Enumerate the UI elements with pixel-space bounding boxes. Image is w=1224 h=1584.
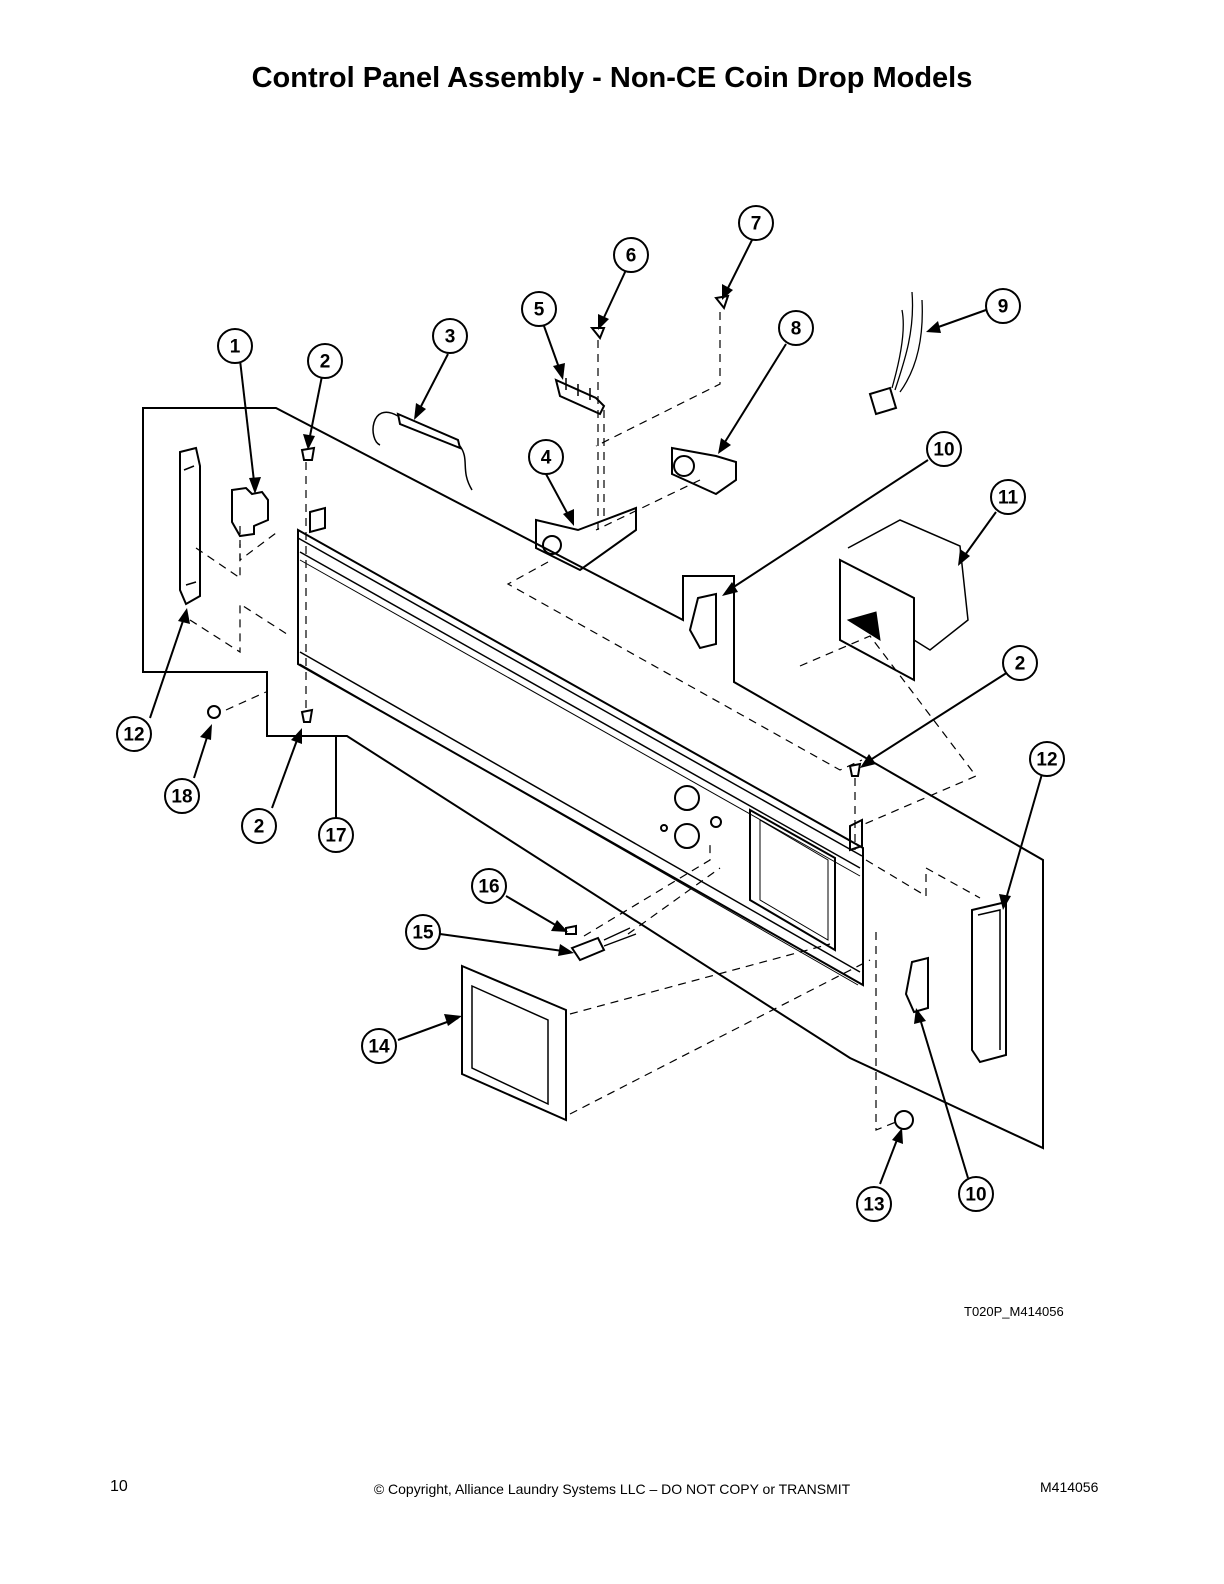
callout-label: 10 [965, 1185, 986, 1206]
callout-10-bottom [958, 1176, 994, 1212]
callout-label: 15 [412, 923, 434, 944]
copyright-notice: © Copyright, Alliance Laundry Systems LL… [373, 1481, 851, 1497]
part-4-bracket [535, 506, 637, 572]
coin-opening [749, 808, 836, 952]
callout-label: 10 [933, 440, 954, 461]
callout-1 [217, 328, 253, 364]
callout-14 [361, 1028, 397, 1064]
part-13-plug [894, 1110, 914, 1130]
part-10-upper-clip [688, 592, 717, 650]
callout-2-top [307, 343, 343, 379]
callout-3 [432, 318, 468, 354]
callout-label: 18 [171, 787, 192, 808]
part-5-terminal [554, 378, 606, 416]
part-14-bezel [461, 964, 567, 1122]
callout-label: 1 [230, 337, 241, 358]
screw-16 [565, 924, 577, 935]
page-title: Control Panel Assembly - Non-CE Coin Dro… [251, 62, 973, 94]
callout-15 [405, 914, 441, 950]
callout-17 [318, 817, 354, 853]
callout-9 [985, 288, 1021, 324]
callout-label: 6 [626, 246, 637, 267]
control-panel-part-17 [297, 528, 864, 987]
part-3-cable [396, 412, 462, 450]
part-12-right-rail [971, 900, 1007, 1064]
callout-label: 13 [863, 1195, 884, 1216]
callout-label: 3 [445, 327, 456, 348]
screw-18 [207, 705, 221, 719]
page-number: 10 [110, 1478, 128, 1495]
callout-16 [471, 868, 507, 904]
callout-4 [528, 439, 564, 475]
callout-label: 8 [791, 319, 802, 340]
screw-2-bottom [300, 708, 314, 723]
callout-12-right [1029, 741, 1065, 777]
part-15-lamp [570, 936, 606, 962]
callout-label: 2 [254, 817, 265, 838]
screw-2-right [848, 762, 862, 777]
callout-13 [856, 1186, 892, 1222]
callout-label: 7 [751, 214, 762, 235]
callout-12-left [116, 716, 152, 752]
callout-8 [778, 310, 814, 346]
callout-7 [738, 205, 774, 241]
callout-label: 5 [534, 300, 545, 321]
screw-2-top [300, 446, 316, 461]
callout-10-top [926, 431, 962, 467]
callout-label: 14 [368, 1037, 390, 1058]
callout-label: 16 [478, 877, 499, 898]
callout-label: 2 [1015, 654, 1026, 675]
callout-2-bottom [241, 808, 277, 844]
callout-label: 4 [541, 448, 552, 469]
part-11-coin-drop [839, 558, 915, 682]
callout-5 [521, 291, 557, 327]
callout-label: 17 [325, 826, 346, 847]
callout-11 [990, 479, 1026, 515]
panel-outline [142, 407, 1044, 1150]
drawing-code: T020P_M414056 [964, 1304, 1064, 1319]
callout-6 [613, 237, 649, 273]
callout-label: 12 [123, 725, 144, 746]
part-9-harness [868, 386, 898, 416]
callout-label: 12 [1036, 750, 1057, 771]
callout-2-right [1002, 645, 1038, 681]
callout-label: 2 [320, 352, 331, 373]
part-8-lock [671, 446, 737, 496]
part-1-bracket [231, 486, 269, 538]
callout-label: 9 [998, 297, 1009, 318]
document-id: M414056 [1040, 1479, 1099, 1495]
part-10-lower-clip [904, 956, 929, 1014]
callout-18 [164, 778, 200, 814]
part-12-left-rail [179, 446, 201, 606]
callout-label: 11 [998, 488, 1019, 509]
